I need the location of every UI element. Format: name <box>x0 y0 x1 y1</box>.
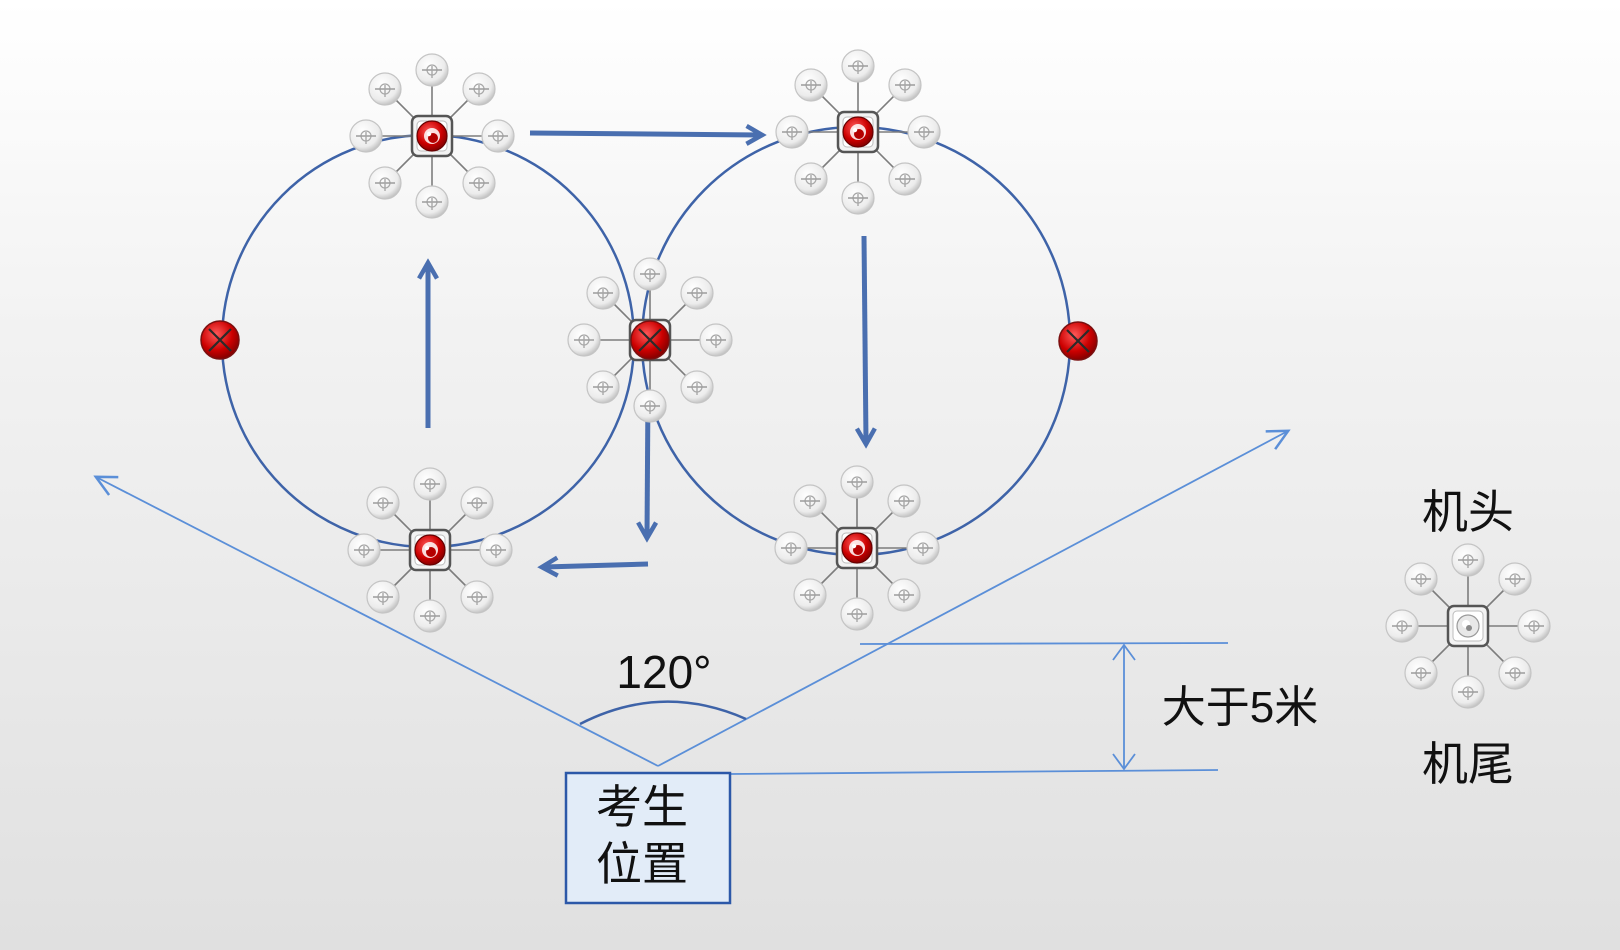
distance-arrow-up <box>1112 643 1136 661</box>
left-sight-line <box>98 478 659 767</box>
legend-drone-icon <box>1386 544 1550 708</box>
drone-bottom-right <box>775 466 939 630</box>
x-marker-left-icon <box>199 319 241 361</box>
x-marker-right-icon <box>1057 320 1099 362</box>
drone-center <box>568 258 732 422</box>
examinee-position-box <box>564 771 732 905</box>
drone-top-left <box>350 54 514 218</box>
drone-head-indicator-icon <box>841 532 873 564</box>
examinee-label-line1: 考生 <box>596 781 688 833</box>
sight-angle-lines <box>98 432 1286 767</box>
legend-tail-label: 机尾 <box>1422 738 1514 790</box>
drone-head-indicator-icon <box>842 116 874 148</box>
drone-head-indicator-icon <box>414 534 446 566</box>
distance-label: 大于5米 <box>1162 683 1318 732</box>
legend-head-label: 机头 <box>1422 486 1514 538</box>
drone-head-indicator-icon <box>416 120 448 152</box>
distance-arrow-down <box>1112 753 1136 771</box>
examinee-label-line2: 位置 <box>596 838 688 890</box>
arrow-down-right <box>854 235 877 449</box>
drone-top-right <box>776 50 940 214</box>
distance-bottom-line <box>729 769 1219 775</box>
center-x-marker-icon <box>629 319 671 361</box>
distance-top-line <box>859 642 1229 645</box>
angle-arc <box>579 700 747 726</box>
arrow-left <box>537 555 649 578</box>
arrow-right <box>529 123 767 146</box>
drone-bottom-left <box>348 468 512 632</box>
distance-dimension <box>729 642 1229 775</box>
right-sight-line <box>657 432 1286 767</box>
angle-label: 120° <box>616 646 711 698</box>
